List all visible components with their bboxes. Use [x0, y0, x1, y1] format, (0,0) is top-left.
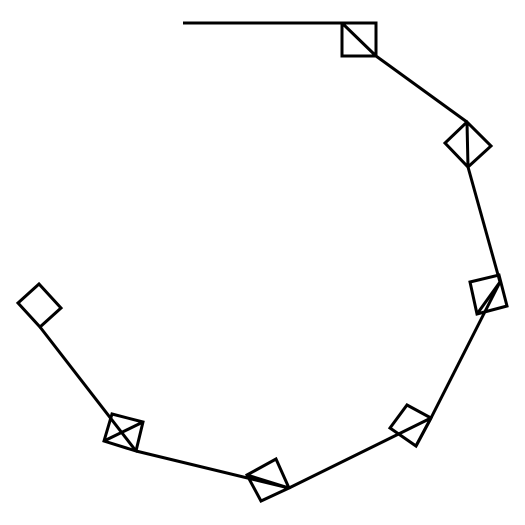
connector-line-3: [429, 281, 502, 419]
marker-diagonal-5: [246, 473, 290, 490]
marker-diagonal-2: [465, 121, 470, 168]
connector-line-1: [375, 54, 468, 124]
connector-line-5: [135, 449, 290, 490]
square-marker-2: [442, 119, 494, 170]
square-marker-6: [102, 412, 145, 453]
square-marker-1: [340, 21, 378, 58]
square-marker-4: [387, 403, 434, 449]
connector-line-4: [288, 416, 432, 490]
square-marker-7: [15, 281, 64, 330]
connector-line-6: [38, 326, 138, 452]
square-markers: [15, 21, 509, 503]
connector-line-2: [466, 166, 502, 283]
square-marker-5: [244, 456, 291, 503]
marker-diagonal-1: [340, 21, 378, 58]
square-marker-3: [468, 273, 509, 316]
marker-diagonal-3: [475, 281, 502, 315]
marker-diagonal-6: [103, 420, 144, 443]
